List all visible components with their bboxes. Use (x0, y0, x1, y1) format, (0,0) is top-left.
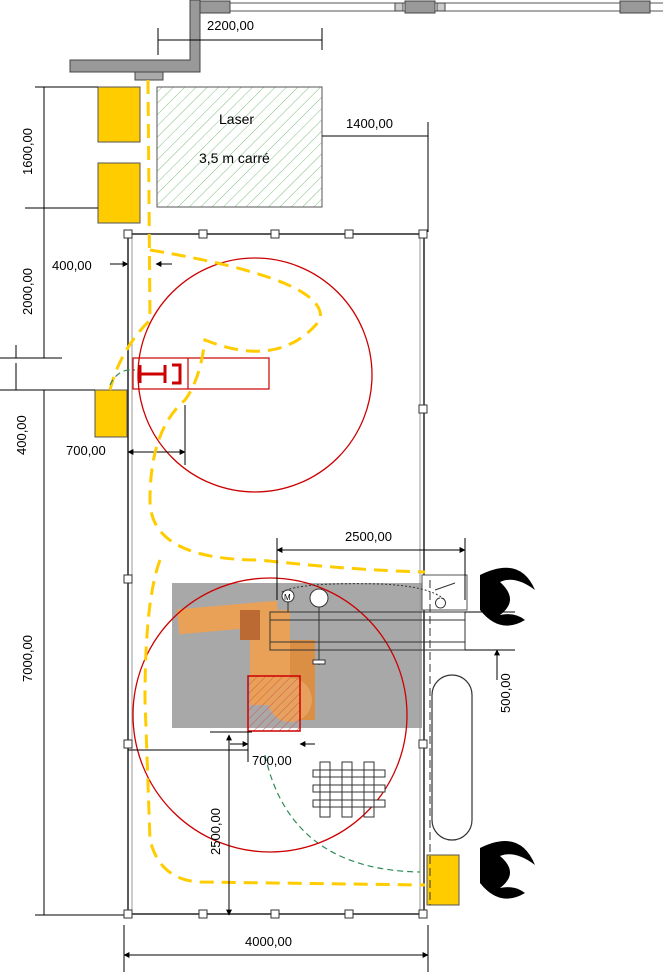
door-swing-upper (480, 567, 535, 626)
dimension-label-500: 500,00 (498, 673, 513, 713)
motor-unit: M (281, 583, 446, 665)
cable-path-lower (264, 754, 421, 873)
dimension-label-400-vertical: 400,00 (14, 415, 29, 455)
dimension-label-700-upper: 700,00 (66, 443, 106, 458)
laser-zone: Laser 3,5 m carré (156, 86, 323, 208)
dimension-label-400-horizontal: 400,00 (52, 258, 92, 273)
fence-posts (123, 229, 428, 919)
dimension-label-700-lower: 700,00 (252, 753, 292, 768)
conveyor-top (97, 86, 141, 143)
dimension-2500-vertical: 2500,00 (208, 731, 252, 916)
dimension-2500-horizontal: 2500,00 (276, 529, 466, 600)
dimension-label-4000: 4000,00 (245, 934, 292, 949)
dimension-700-lower: 700,00 (128, 732, 315, 768)
oval-buffer (431, 674, 473, 841)
dimension-label-1400: 1400,00 (346, 116, 393, 131)
cable-path-upper (109, 369, 136, 386)
conveyor-middle (97, 162, 141, 224)
dimension-label-2500-horizontal: 2500,00 (345, 529, 392, 544)
reach-circle-lower (132, 577, 408, 853)
motor-badge: M (284, 593, 291, 602)
dimension-1600: 1600,00 (20, 86, 98, 209)
dimension-2200: 2200,00 (157, 18, 323, 55)
rail-carriage (404, 0, 436, 14)
pallet-grid (312, 761, 386, 818)
laser-title: Laser (219, 111, 254, 127)
dimension-2000: 2000,00 (0, 208, 62, 359)
control-box (421, 574, 468, 611)
top-rail (199, 0, 663, 14)
door-swing-lower (480, 840, 535, 899)
dimension-label-1600: 1600,00 (20, 128, 35, 175)
dimension-7000: 7000,00 (20, 390, 128, 916)
laser-area: 3,5 m carré (199, 150, 270, 166)
safety-path-lower (143, 559, 426, 887)
reach-circle-upper (137, 257, 373, 493)
conveyor-side (94, 389, 128, 438)
dimension-label-2500-vertical: 2500,00 (208, 808, 223, 855)
dimension-400-vertical: 400,00 (0, 363, 95, 455)
cell-fence (123, 229, 428, 919)
rail-carriage (619, 0, 651, 14)
robot-base (247, 675, 301, 732)
dimension-4000: 4000,00 (123, 925, 429, 972)
rail-carriage (199, 0, 231, 14)
dimension-label-2000: 2000,00 (20, 268, 35, 315)
dimension-label-7000: 7000,00 (20, 635, 35, 682)
conveyor-output (426, 854, 460, 906)
dimension-400-horizontal: 400,00 (52, 258, 172, 273)
dimension-label-2200: 2200,00 (207, 18, 254, 33)
dimension-1400: 1400,00 (322, 116, 429, 232)
